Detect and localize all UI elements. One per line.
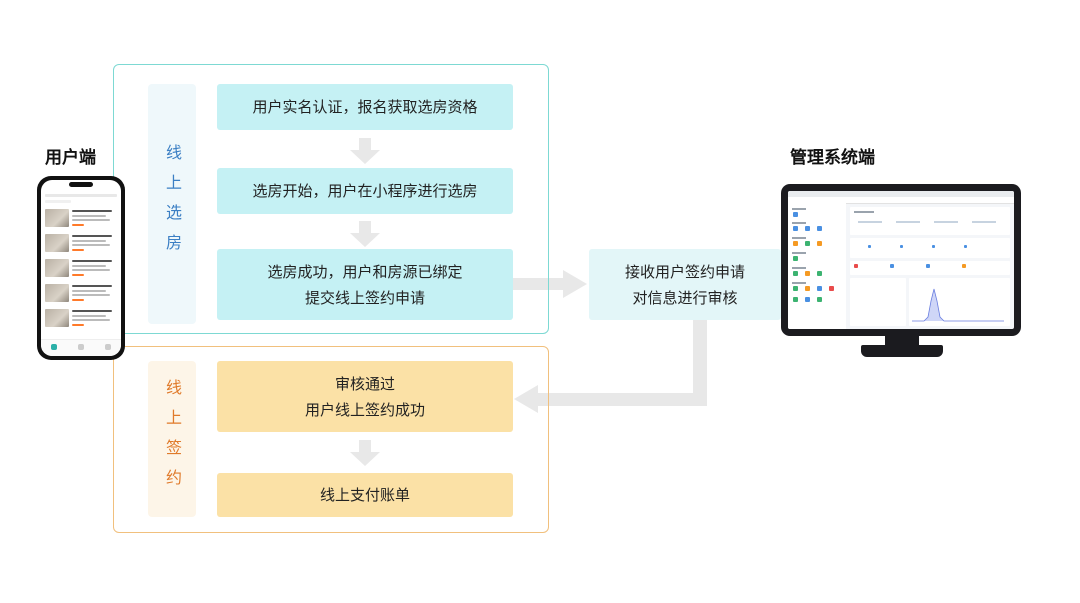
step-review-line-1: 接收用户签约申请 bbox=[624, 262, 745, 281]
phone-tab-user-icon bbox=[105, 344, 111, 350]
phone-list-item bbox=[45, 233, 118, 255]
step-verify: 用户实名认证，报名获取选房资格 bbox=[217, 84, 513, 130]
step-bind: 选房成功，用户和房源已绑定 提交线上签约申请 bbox=[217, 249, 513, 320]
phone-tab-list-icon bbox=[78, 344, 84, 350]
online-sign-label: 线上签约 bbox=[148, 361, 196, 517]
step-start-select: 选房开始，用户在小程序进行选房 bbox=[217, 168, 513, 214]
smartphone-icon bbox=[37, 176, 125, 360]
phone-list-item bbox=[45, 308, 118, 330]
phone-screen bbox=[41, 180, 121, 356]
arrow-review-to-approved bbox=[514, 320, 707, 413]
phone-list-item bbox=[45, 283, 118, 305]
phone-list-item bbox=[45, 208, 118, 230]
monitor-chart-icon bbox=[912, 288, 1004, 322]
monitor-stand-neck bbox=[885, 336, 919, 346]
step-approved-line-2: 用户线上签约成功 bbox=[304, 400, 425, 419]
step-bind-line-2: 提交线上签约申请 bbox=[304, 288, 425, 307]
user-end-label: 用户端 bbox=[45, 148, 96, 168]
step-review-line-2: 对信息进行审核 bbox=[632, 288, 738, 307]
step-payment-line-1: 线上支付账单 bbox=[319, 486, 410, 504]
desktop-monitor-icon bbox=[781, 184, 1021, 336]
monitor-stand-base bbox=[861, 345, 943, 357]
online-sign-section bbox=[113, 346, 549, 533]
arrow-bind-to-review bbox=[513, 270, 587, 298]
monitor-screen bbox=[788, 191, 1014, 329]
step-verify-line-1: 用户实名认证，报名获取选房资格 bbox=[252, 98, 478, 116]
down-arrow-2 bbox=[350, 221, 380, 247]
step-bind-line-1: 选房成功，用户和房源已绑定 bbox=[267, 262, 463, 281]
step-start-select-line-1: 选房开始，用户在小程序进行选房 bbox=[252, 182, 478, 200]
down-arrow-1 bbox=[350, 138, 380, 164]
down-arrow-3 bbox=[350, 440, 380, 466]
phone-list-item bbox=[45, 258, 118, 280]
phone-tab-home-icon bbox=[51, 344, 57, 350]
admin-end-label: 管理系统端 bbox=[790, 148, 875, 168]
step-approved-line-1: 审核通过 bbox=[334, 374, 395, 393]
step-approved: 审核通过 用户线上签约成功 bbox=[217, 361, 513, 432]
select-room-label: 线上选房 bbox=[148, 84, 196, 324]
step-review: 接收用户签约申请 对信息进行审核 bbox=[589, 249, 781, 320]
step-payment: 线上支付账单 bbox=[217, 473, 513, 517]
